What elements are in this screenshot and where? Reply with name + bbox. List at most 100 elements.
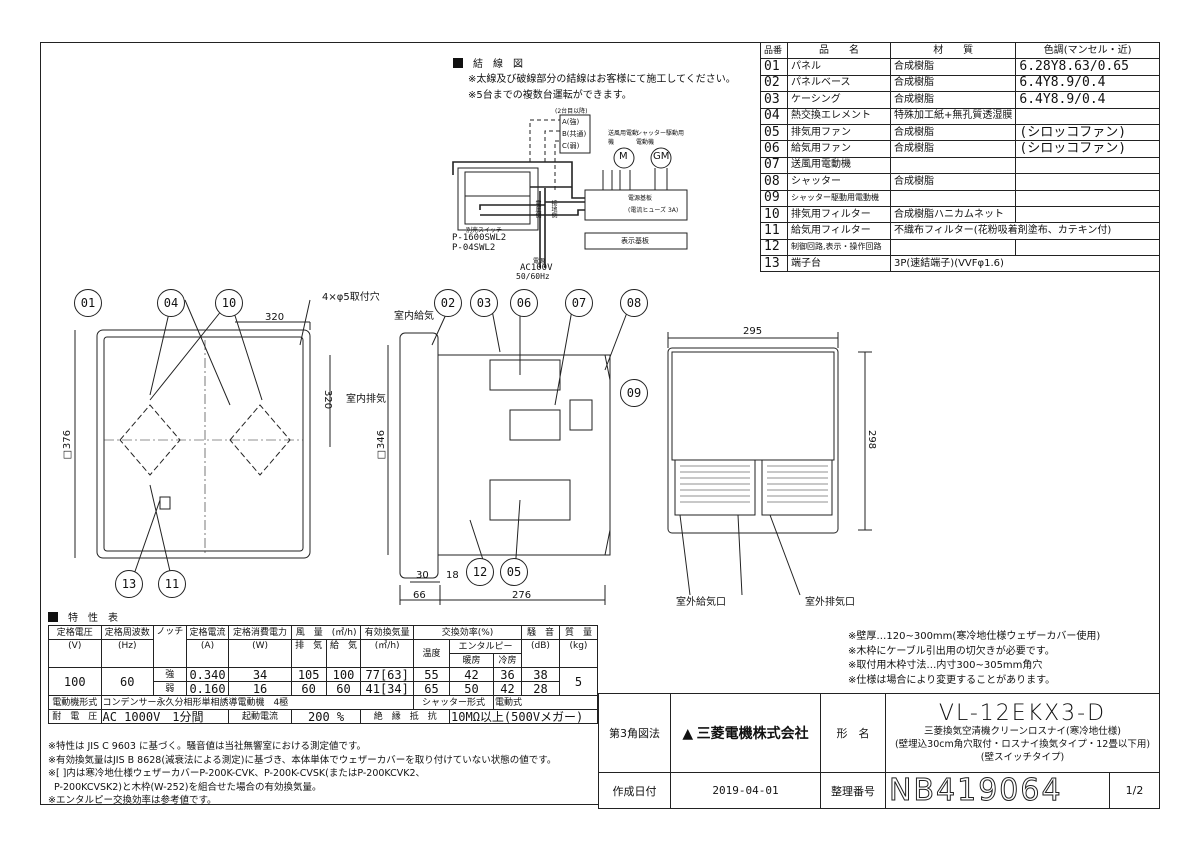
cooling-eff: 36 <box>492 667 523 682</box>
part-name: 送風用電動機 <box>787 156 891 175</box>
exhaust: 60 <box>290 681 327 696</box>
noise: 38 <box>521 667 560 682</box>
h-voltage: 定格電圧 <box>48 625 102 640</box>
power-spec: AC100V <box>520 263 553 273</box>
part-material: 合成樹脂 <box>889 58 1017 76</box>
part-balloon: 03 <box>470 289 498 317</box>
switch-model-2: P-04SWL2 <box>452 243 496 253</box>
power: 34 <box>228 667 292 682</box>
part-name: パネル <box>787 58 891 76</box>
part-balloon: 11 <box>158 570 186 598</box>
install-notes: ※壁厚…120~300mm(寒冷地仕様ウェザーカバー使用) ※木枠にケーブル引出… <box>848 630 1100 688</box>
part-no: 04 <box>760 107 788 125</box>
part-material: 合成樹脂 <box>889 140 1017 158</box>
wiring-heading-text: 結 線 図 <box>473 59 523 70</box>
part-color: 6.4Y8.9/0.4 <box>1015 91 1160 109</box>
model-number: VL-12EKX3-D <box>938 700 1107 726</box>
part-balloon: 08 <box>620 289 648 317</box>
projection-label: 第3角図法 <box>598 693 671 773</box>
temp-eff: 65 <box>412 681 451 696</box>
motor-type-label: 電動機形式 <box>48 695 102 710</box>
heading-square-icon <box>453 58 463 68</box>
temp-eff: 55 <box>412 667 451 682</box>
voltage-side-label: 電圧側 <box>534 200 541 218</box>
insulation-label: 絶 縁 抵 抗 <box>360 709 451 724</box>
heating-eff: 50 <box>449 681 494 696</box>
motor-gm: GM <box>653 151 670 162</box>
terminal-c: C(弱) <box>562 142 580 150</box>
notch: 強 <box>153 667 187 682</box>
date-value: 2019-04-01 <box>670 772 821 809</box>
notch: 弱 <box>153 681 187 696</box>
spec-note: ※特性は JIS C 9603 に基づく。騒音値は当社無響室における測定値です。 <box>48 741 367 752</box>
h-current-unit: (A) <box>185 639 230 668</box>
part-balloon: 13 <box>115 570 143 598</box>
dim-346: □346 <box>376 430 387 461</box>
side-view <box>387 309 629 605</box>
install-note: ※木枠にケーブル引出用の切欠きが必要です。 <box>848 645 1055 657</box>
part-no: 10 <box>760 205 788 224</box>
part-no: 03 <box>760 91 788 109</box>
h-noise-unit: (dB) <box>521 639 560 668</box>
spec-heading: 特 性 表 <box>48 609 118 624</box>
spec-row-strong: 100 60 強 0.340 34 105 100 77[63] 55 42 3… <box>48 667 599 696</box>
part-name: 端子台 <box>787 255 891 273</box>
part-material: 特殊加工紙+無孔質透湿膜 <box>889 107 1017 125</box>
part-color: 6.28Y8.63/0.65 <box>1015 58 1160 76</box>
h-mass-unit: (kg) <box>558 639 599 668</box>
motor-type: コンデンサー永久分相形単相誘導電動機 4極 <box>100 695 414 710</box>
company-logo: ▲ 三菱電機株式会社 <box>670 693 821 773</box>
part-name: 排気用フィルター <box>787 205 891 224</box>
dim-298: 298 <box>866 430 877 450</box>
h-effective-unit: (㎥/h) <box>360 639 414 668</box>
ground-side-label: 接地側 <box>550 200 557 218</box>
parts-header-row: 品番 品 名 材 質 色調(マンセル・近) <box>760 41 1160 60</box>
part-name: ケーシング <box>787 91 891 109</box>
h-supply: 給 気 <box>325 639 362 668</box>
part-name: 給気用フィルター <box>787 222 891 240</box>
dim-320-vertical: 320 <box>322 390 333 410</box>
part-material <box>889 238 1017 257</box>
voltage-value: 100 <box>48 667 102 696</box>
dim-276: 276 <box>512 590 532 601</box>
fan-motor-label: 送風用電動機 <box>608 130 639 146</box>
mitsubishi-logo-icon: ▲ <box>682 726 694 742</box>
part-material: 合成樹脂 <box>889 74 1017 93</box>
terminal-a: A(強) <box>562 118 580 126</box>
effective: 77[63] <box>360 667 414 682</box>
part-color <box>1015 107 1160 125</box>
install-note: ※壁厚…120~300mm(寒冷地仕様ウェザーカバー使用) <box>848 631 1101 642</box>
part-material: 合成樹脂 <box>889 123 1017 142</box>
effective: 41[34] <box>360 681 414 696</box>
model-cell: VL-12EKX3-D 三菱換気空清機クリーンロスナイ(寒冷地仕様) (壁埋込3… <box>885 693 1160 773</box>
part-balloon: 06 <box>510 289 538 317</box>
bottom-view <box>667 332 872 596</box>
noise: 28 <box>521 681 560 696</box>
part-name: シャッター駆動用電動機 <box>787 189 891 207</box>
start-current-label: 起動電流 <box>228 709 292 724</box>
install-note: ※取付用木枠寸法…内寸300~305mm角穴 <box>848 660 1043 671</box>
motor-m: M <box>619 151 628 162</box>
part-balloon: 02 <box>434 289 462 317</box>
h-voltage-unit: (V) <box>48 639 102 668</box>
part-balloon: 10 <box>215 289 243 317</box>
part-no: 06 <box>760 140 788 158</box>
indoor-supply-label: 室内給気 <box>394 311 434 322</box>
part-name: 熱交換エレメント <box>787 107 891 125</box>
h-noise: 騒 音 <box>521 625 560 640</box>
withstand: AC 1000V 1分間 <box>100 709 230 724</box>
model-label: 形 名 <box>820 693 886 773</box>
switch-label: 別売スイッチ <box>466 227 503 234</box>
display-board-label: 表示基板 <box>621 237 649 245</box>
spec-row-weak: 弱 0.160 16 60 60 41[34] 65 50 42 28 <box>49 681 598 696</box>
part-no: 02 <box>760 74 788 93</box>
wiring-heading: 結 線 図 <box>453 55 523 70</box>
